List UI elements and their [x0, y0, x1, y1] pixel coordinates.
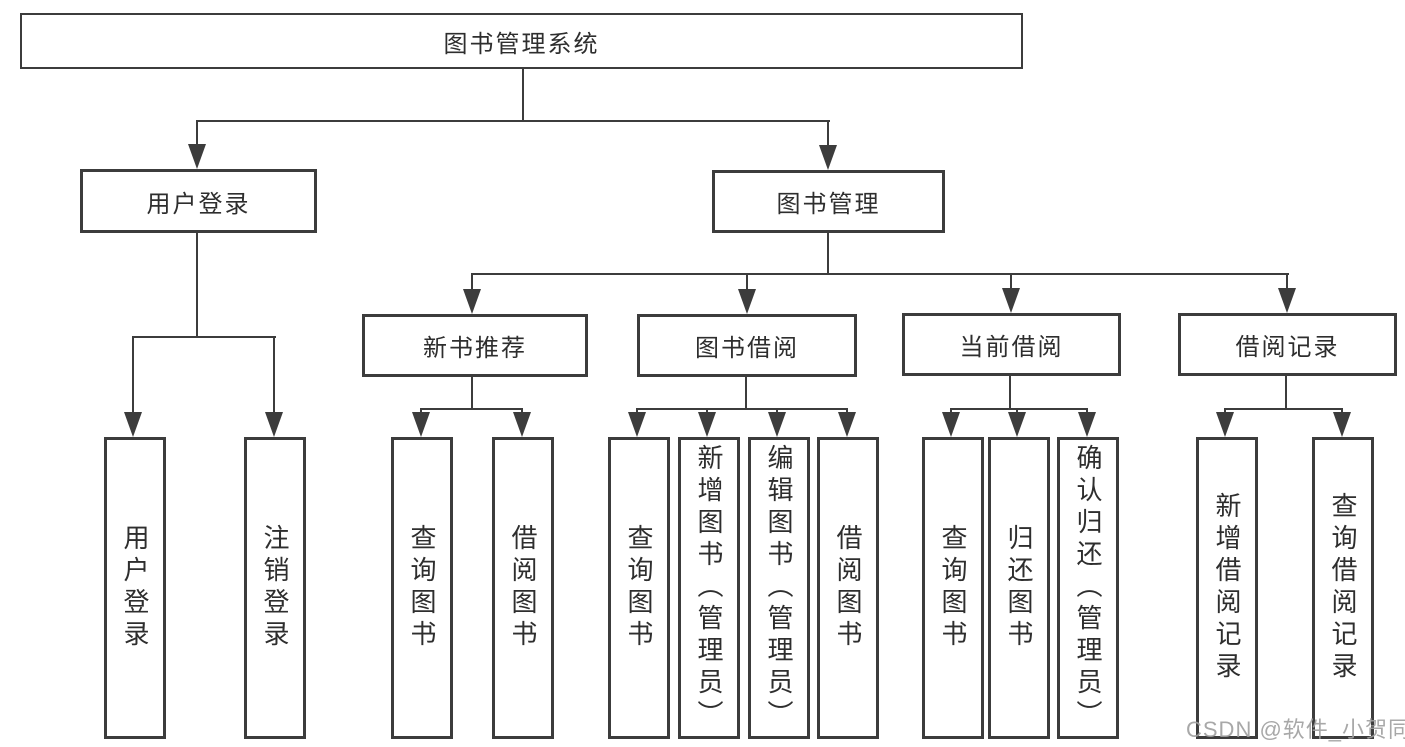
arrow-down-icon	[412, 412, 430, 437]
arrow-down-icon	[265, 412, 283, 437]
leaf-add-borrow-record: 新增借阅记录	[1196, 437, 1258, 739]
connector-line	[471, 377, 473, 410]
connector-line	[746, 273, 748, 291]
arrow-down-icon	[838, 412, 856, 437]
leaf-user-login: 用户登录	[104, 437, 166, 739]
connector-line	[471, 273, 1289, 275]
arrow-down-icon	[819, 145, 837, 170]
leaf-borrow-books: 借阅图书	[817, 437, 879, 739]
leaf-return-books: 归还图书	[988, 437, 1050, 739]
connector-line	[273, 336, 275, 416]
arrow-down-icon	[698, 412, 716, 437]
csdn-watermark: CSDN @软件_小贺同学	[1186, 717, 1405, 742]
leaf-add-books-admin: 新增图书（管理员）	[678, 437, 740, 739]
connector-line	[827, 233, 829, 275]
node-book-management: 图书管理	[712, 170, 945, 233]
arrow-down-icon	[188, 144, 206, 169]
connector-line	[636, 408, 848, 410]
arrow-down-icon	[1333, 412, 1351, 437]
connector-line	[1009, 376, 1011, 410]
arrow-down-icon	[768, 412, 786, 437]
connector-line	[196, 120, 198, 148]
connector-line	[1285, 376, 1287, 410]
connector-line	[132, 336, 134, 416]
connector-line	[196, 233, 198, 338]
arrow-down-icon	[513, 412, 531, 437]
arrow-down-icon	[1002, 288, 1020, 313]
node-book-borrowing: 图书借阅	[637, 314, 857, 377]
connector-line	[196, 120, 830, 122]
arrow-down-icon	[942, 412, 960, 437]
node-current-borrowing: 当前借阅	[902, 313, 1121, 376]
arrow-down-icon	[1216, 412, 1234, 437]
connector-line	[1224, 408, 1343, 410]
arrow-down-icon	[124, 412, 142, 437]
leaf-borrow-books-recommend: 借阅图书	[492, 437, 554, 739]
connector-line	[420, 408, 523, 410]
connector-line	[522, 69, 524, 122]
node-user-login: 用户登录	[80, 169, 317, 233]
leaf-query-borrow-record: 查询借阅记录	[1312, 437, 1374, 739]
node-library-management-system: 图书管理系统	[20, 13, 1023, 69]
leaf-logout: 注销登录	[244, 437, 306, 739]
arrow-down-icon	[628, 412, 646, 437]
leaf-edit-books-admin: 编辑图书（管理员）	[748, 437, 810, 739]
leaf-query-books-current: 查询图书	[922, 437, 984, 739]
connector-line	[950, 408, 1088, 410]
connector-line	[745, 377, 747, 410]
leaf-confirm-return-admin: 确认归还（管理员）	[1057, 437, 1119, 739]
leaf-query-books-recommend: 查询图书	[391, 437, 453, 739]
arrow-down-icon	[1078, 412, 1096, 437]
connector-line	[1010, 273, 1012, 291]
arrow-down-icon	[1008, 412, 1026, 437]
arrow-down-icon	[463, 289, 481, 314]
node-new-book-recommendation: 新书推荐	[362, 314, 588, 377]
leaf-query-books-borrow: 查询图书	[608, 437, 670, 739]
connector-line	[827, 120, 829, 148]
node-borrowing-records: 借阅记录	[1178, 313, 1397, 376]
connector-line	[1286, 273, 1288, 291]
arrow-down-icon	[738, 289, 756, 314]
connector-line	[132, 336, 276, 338]
connector-line	[471, 273, 473, 291]
arrow-down-icon	[1278, 288, 1296, 313]
